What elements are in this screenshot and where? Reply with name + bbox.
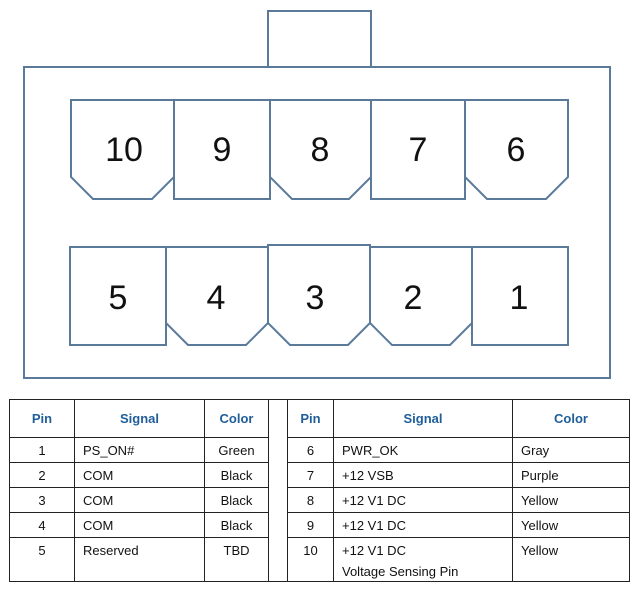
pin-3-outline — [267, 244, 371, 346]
pin-cell: 1 — [9, 437, 75, 463]
table-row: 2 COM Black 7 +12 VSB Purple — [9, 462, 630, 488]
color-cell: Yellow — [512, 537, 630, 582]
signal-text: +12 V1 DC — [342, 543, 406, 558]
header-pin: Pin — [9, 399, 75, 438]
pin-cell: 3 — [9, 487, 75, 513]
pin-8-label: 8 — [311, 131, 330, 169]
signal-cell: PWR_OK — [333, 437, 513, 463]
signal-cell: +12 V1 DC Voltage Sensing Pin — [333, 537, 513, 582]
signal-cell: Reserved — [74, 537, 205, 582]
pin-1-label: 1 — [510, 279, 529, 317]
pin-9-label: 9 — [213, 131, 232, 169]
pin-4-label: 4 — [207, 279, 226, 317]
table-row: 1 PS_ON# Green 6 PWR_OK Gray — [9, 437, 630, 463]
signal-cell: +12 V1 DC — [333, 512, 513, 538]
header-color: Color — [204, 399, 269, 438]
pin-assignment-table: Pin Signal Color Pin Signal Color 1 PS_O… — [9, 399, 630, 582]
header-signal: Signal — [333, 399, 513, 438]
pin-5-label: 5 — [109, 279, 128, 317]
pin-group: 10 9 8 7 6 5 4 3 2 1 — [69, 99, 569, 346]
color-cell: Green — [204, 437, 269, 463]
pin-9-outline — [173, 99, 271, 200]
color-cell: TBD — [204, 537, 269, 582]
header-color: Color — [512, 399, 630, 438]
color-cell: Purple — [512, 462, 630, 488]
table-row: 3 COM Black 8 +12 V1 DC Yellow — [9, 487, 630, 513]
pin-6-outline — [464, 99, 569, 200]
color-cell: Black — [204, 512, 269, 538]
pin-1-outline — [471, 246, 569, 346]
pin-6-label: 6 — [507, 131, 526, 169]
pin-3-label: 3 — [306, 279, 325, 317]
table-row: 4 COM Black 9 +12 V1 DC Yellow — [9, 512, 630, 538]
pin-cell: 9 — [287, 512, 334, 538]
signal-note: Voltage Sensing Pin — [342, 564, 459, 579]
signal-cell: COM — [74, 462, 205, 488]
signal-cell: COM — [74, 512, 205, 538]
column-gap — [268, 537, 288, 582]
column-gap — [268, 437, 288, 463]
connector-diagram: 10 9 8 7 6 5 4 3 2 1 — [23, 10, 611, 379]
column-gap — [268, 399, 288, 438]
table-header-row: Pin Signal Color Pin Signal Color — [9, 399, 630, 438]
header-signal: Signal — [74, 399, 205, 438]
pin-cell: 8 — [287, 487, 334, 513]
pin-5-outline — [69, 246, 167, 346]
signal-cell: PS_ON# — [74, 437, 205, 463]
signal-cell: +12 V1 DC — [333, 487, 513, 513]
color-cell: Black — [204, 487, 269, 513]
pin-2-label: 2 — [404, 279, 423, 317]
column-gap — [268, 487, 288, 513]
pin-cell: 10 — [287, 537, 334, 582]
connector-latch — [267, 10, 372, 68]
signal-cell: COM — [74, 487, 205, 513]
column-gap — [268, 512, 288, 538]
pin-cell: 6 — [287, 437, 334, 463]
signal-cell: +12 VSB — [333, 462, 513, 488]
pin-cell: 7 — [287, 462, 334, 488]
pin-7-label: 7 — [409, 131, 428, 169]
color-cell: Yellow — [512, 512, 630, 538]
header-pin: Pin — [287, 399, 334, 438]
pin-10-label: 10 — [105, 131, 143, 169]
color-cell: Gray — [512, 437, 630, 463]
pin-cell: 5 — [9, 537, 75, 582]
color-cell: Yellow — [512, 487, 630, 513]
pin-cell: 4 — [9, 512, 75, 538]
table-row: 5 Reserved TBD 10 +12 V1 DC Voltage Sens… — [9, 537, 630, 582]
pin-7-outline — [370, 99, 466, 200]
pin-cell: 2 — [9, 462, 75, 488]
column-gap — [268, 462, 288, 488]
color-cell: Black — [204, 462, 269, 488]
